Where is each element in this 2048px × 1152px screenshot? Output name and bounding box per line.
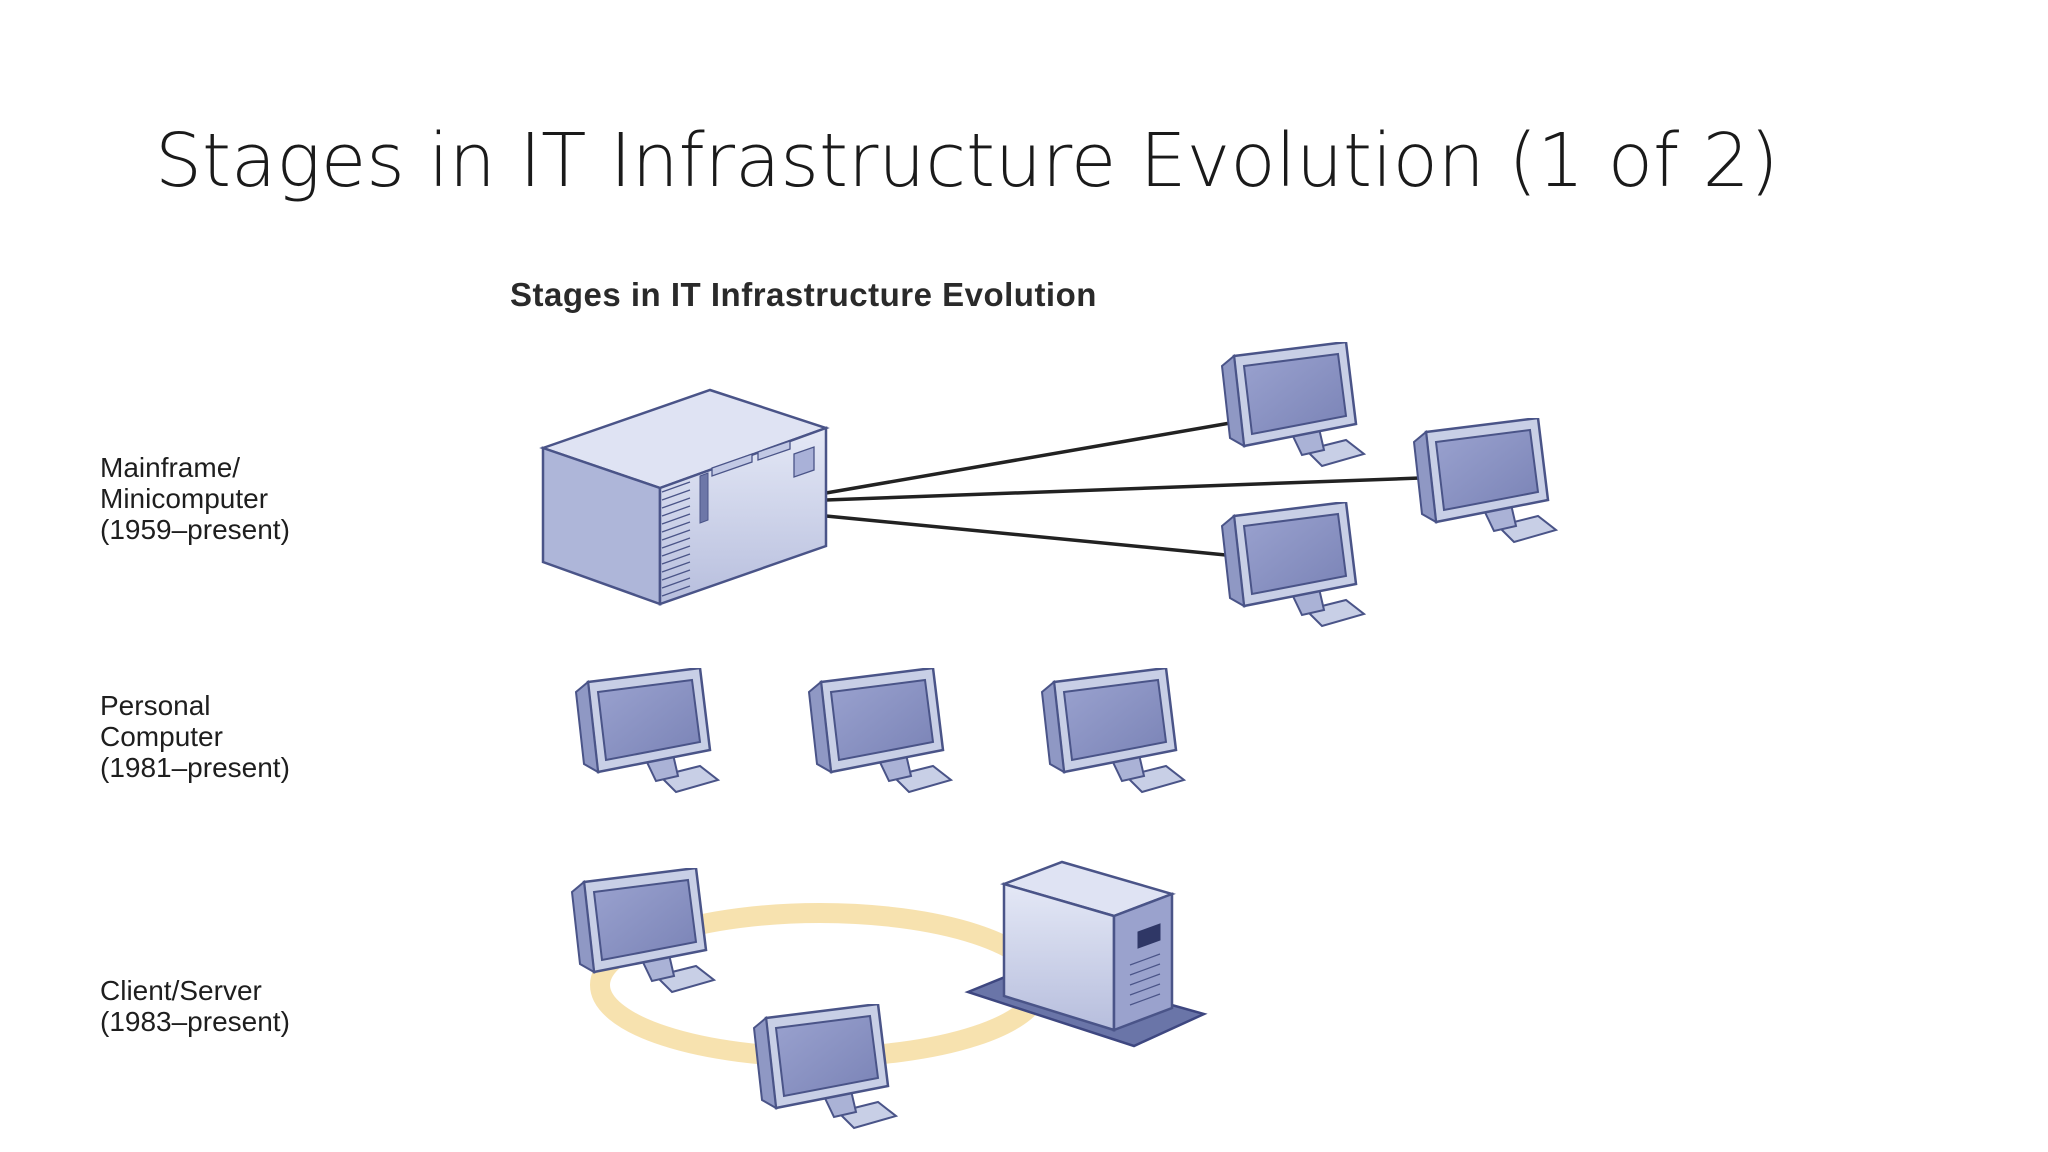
terminal-monitor-icon: [1220, 342, 1366, 468]
pc-monitor-icon: [574, 668, 720, 794]
personal-computer-group: [574, 668, 1186, 794]
stage-label-line: Client/Server: [100, 975, 262, 1006]
stage-label-line: (1981–present): [100, 752, 290, 783]
page-title: Stages in IT Infrastructure Evolution (1…: [155, 118, 1779, 204]
stage-label-line: Personal: [100, 690, 211, 721]
stage-label-line: (1983–present): [100, 1006, 290, 1037]
stage-label-line: Minicomputer: [100, 483, 269, 514]
stage-label-line: Computer: [100, 721, 223, 752]
stage-label-mainframe: Mainframe/ Minicomputer (1959–present): [100, 452, 290, 545]
server-tower-icon: [964, 860, 1208, 1048]
stage-label-personal-computer: Personal Computer (1981–present): [100, 690, 290, 783]
stage-label-line: Mainframe/: [100, 452, 241, 483]
client-monitor-icon: [752, 1004, 898, 1130]
terminal-monitor-icon: [1220, 502, 1366, 628]
figure-title: Stages in IT Infrastructure Evolution: [510, 276, 1097, 313]
terminal-monitor-icon: [1412, 418, 1558, 544]
stage-label-line: (1959–present): [100, 514, 290, 545]
pc-monitor-icon: [807, 668, 953, 794]
mainframe-group: [539, 342, 1558, 628]
pc-monitor-icon: [1040, 668, 1186, 794]
stage-label-client-server: Client/Server (1983–present): [100, 975, 290, 1037]
client-monitor-icon: [570, 868, 716, 994]
mainframe-icon: [539, 388, 830, 606]
mainframe-connection-lines: [825, 420, 1421, 558]
client-server-group: [570, 860, 1208, 1130]
